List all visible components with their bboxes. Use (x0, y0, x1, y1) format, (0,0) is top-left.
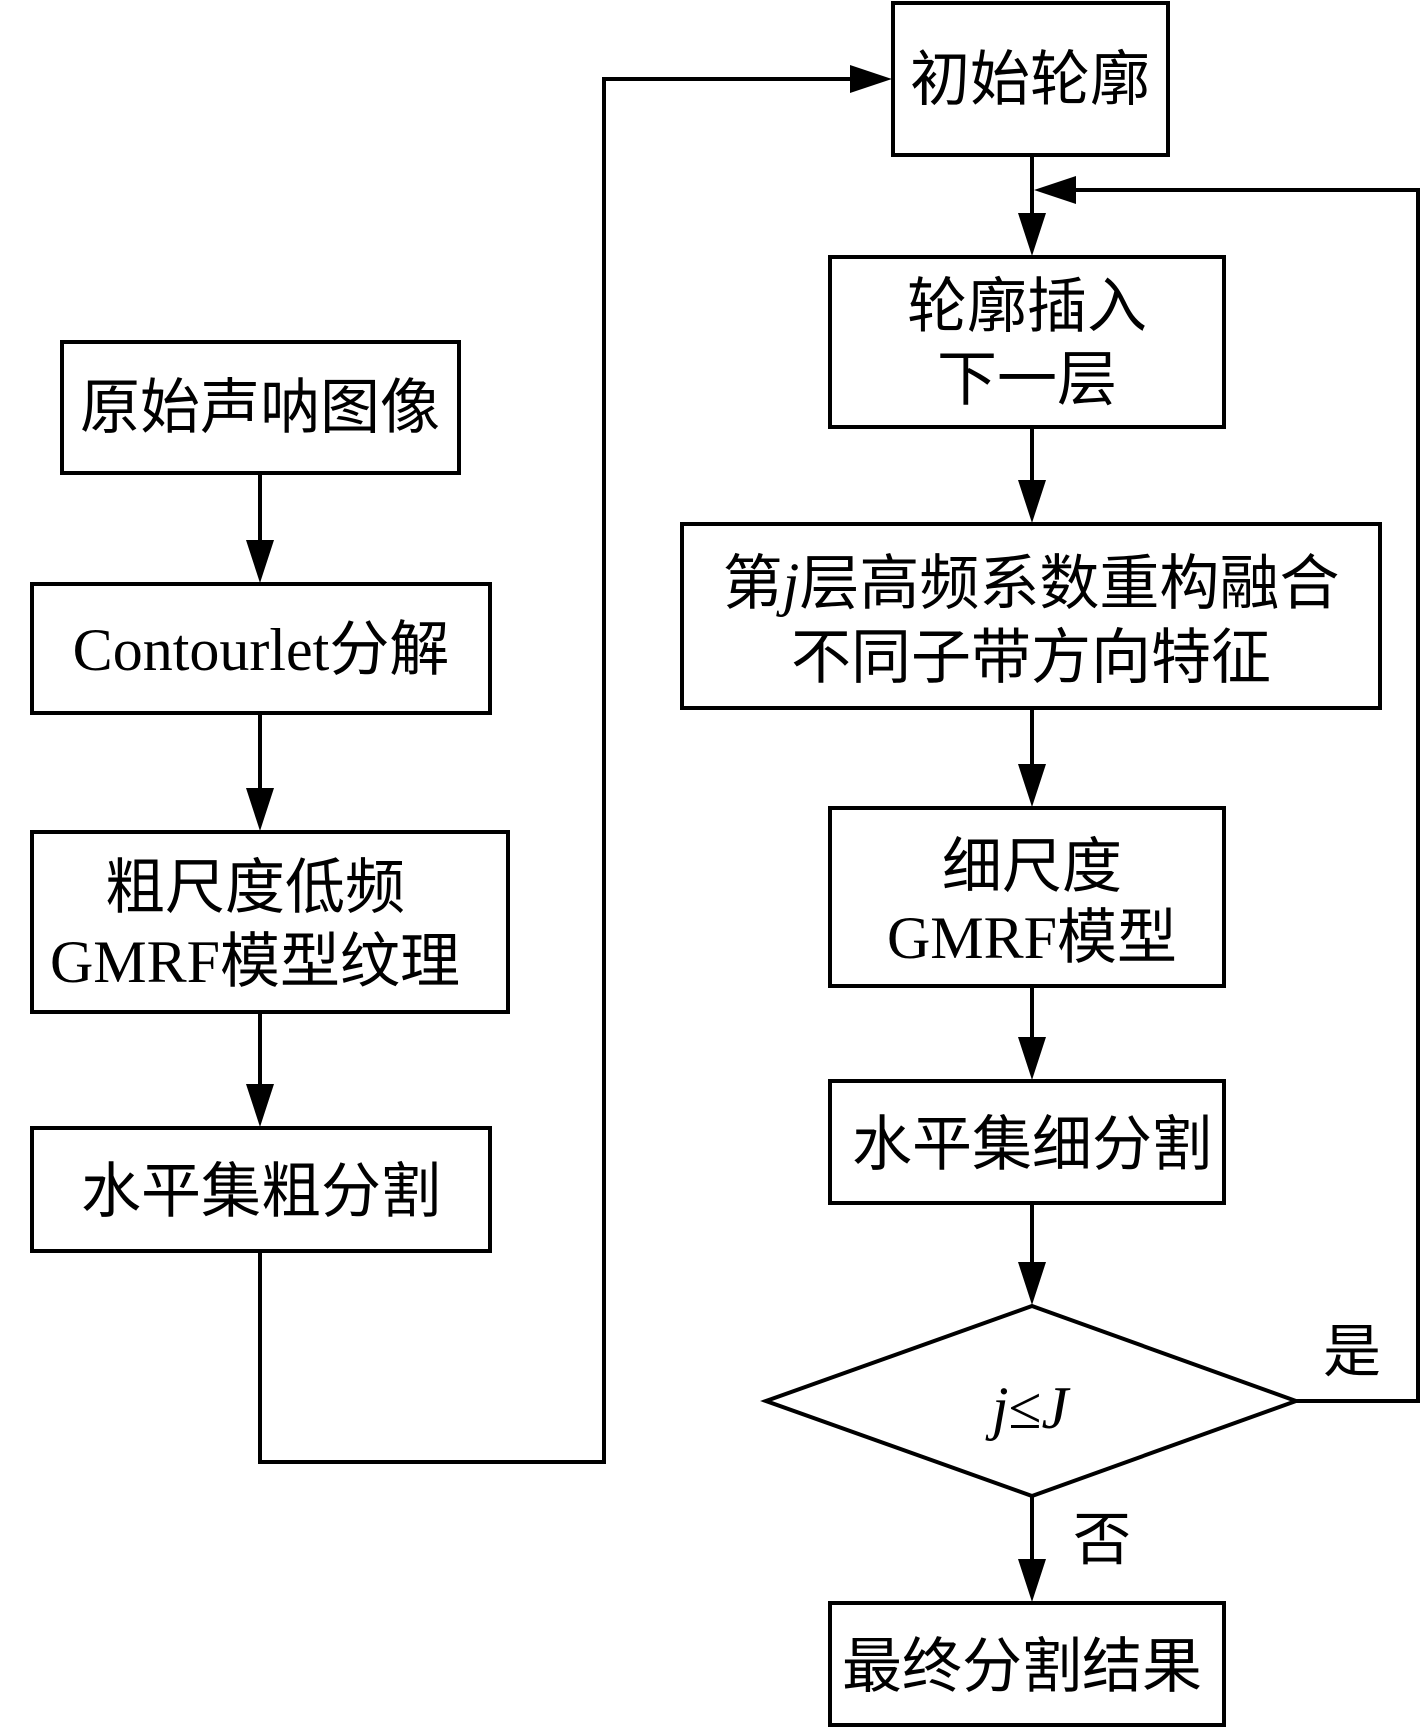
arrowhead-down (1018, 213, 1046, 256)
arrowhead-down (246, 1084, 274, 1127)
node-initial-contour: 初始轮廓 (891, 1, 1170, 157)
node-fine-seg: 水平集细分割 (828, 1079, 1226, 1205)
edge-decision-yes-loop (1058, 188, 1420, 1403)
node-fine-seg-label: 水平集细分割 (852, 1112, 1212, 1178)
arrowhead-down (1018, 1262, 1046, 1305)
decision-var-J: J (1041, 1375, 1070, 1441)
node-final-result: 最终分割结果 (828, 1601, 1226, 1727)
decision-op: ≤ (1009, 1375, 1042, 1441)
node-highfreq-fusion-line1: 第j层高频系数重构融合 (723, 551, 1340, 617)
arrowhead-down (246, 540, 274, 583)
node-coarse-seg: 水平集粗分割 (30, 1126, 492, 1253)
fusion-suffix: 层高频系数重构融合 (799, 551, 1339, 617)
node-initial-contour-label: 初始轮廓 (910, 47, 1150, 113)
arrowhead-right (850, 65, 892, 93)
node-fine-gmrf: 细尺度 GMRF模型 (828, 806, 1226, 988)
arrowhead-down (1018, 480, 1046, 523)
arrowheads (246, 65, 1076, 1602)
node-sonar-image-label: 原始声呐图像 (80, 375, 440, 441)
edge-label-no: 否 (1073, 1508, 1131, 1573)
node-insert-next-line1: 轮廓插入 (907, 274, 1147, 340)
node-fine-gmrf-line1: 细尺度 (942, 834, 1122, 900)
node-decision-label: j≤J (985, 1375, 1071, 1441)
fusion-prefix: 第 (723, 551, 783, 617)
arrowhead-down (246, 788, 274, 831)
node-coarse-lowfreq: 粗尺度低频 GMRF模型纹理 (30, 830, 510, 1014)
node-decision: j≤J (760, 1303, 1302, 1499)
node-highfreq-fusion-line2: 不同子带方向特征 (791, 625, 1271, 691)
node-insert-next: 轮廓插入 下一层 (828, 255, 1226, 429)
node-sonar-image: 原始声呐图像 (60, 340, 461, 475)
node-fine-gmrf-line2: GMRF模型 (887, 905, 1177, 971)
node-final-result-label: 最终分割结果 (842, 1634, 1202, 1700)
node-insert-next-line2: 下一层 (937, 347, 1117, 413)
node-contourlet-label: Contourlet分解 (73, 617, 450, 683)
node-highfreq-fusion: 第j层高频系数重构融合 不同子带方向特征 (680, 522, 1382, 710)
arrowhead-down (1018, 1037, 1046, 1080)
edge-coarse-seg-to-initial (258, 77, 869, 1464)
node-coarse-lowfreq-line2: GMRF模型纹理 (50, 929, 460, 995)
arrowhead-down (1018, 1559, 1046, 1602)
node-coarse-lowfreq-line1: 粗尺度低频 (105, 855, 405, 921)
arrowhead-down (1018, 764, 1046, 807)
node-contourlet: Contourlet分解 (30, 582, 492, 715)
edge-label-yes: 是 (1323, 1320, 1381, 1385)
arrowhead-left (1034, 176, 1076, 204)
node-coarse-seg-label: 水平集粗分割 (81, 1159, 441, 1225)
